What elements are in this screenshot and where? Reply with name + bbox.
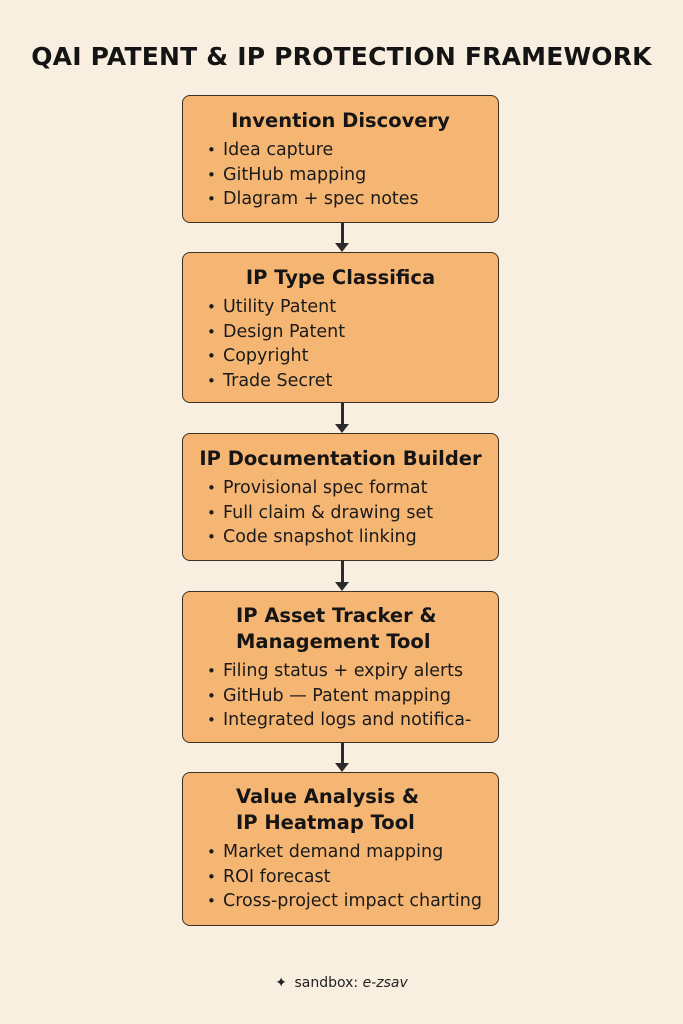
footer-tag: e-zsav (362, 975, 408, 991)
list-item: Trade Secret (207, 369, 498, 394)
step-items: Filing status + expiry alerts GitHub — P… (183, 659, 498, 733)
list-item: Idea capture (207, 138, 498, 163)
step-box-value-analysis: Value Analysis & IP Heatmap Tool Market … (182, 772, 499, 926)
list-item: ROI forecast (207, 865, 498, 890)
step-box-ip-documentation-builder: IP Documentation Builder Provisional spe… (182, 433, 499, 561)
list-item: Cross-project impact charting (207, 889, 498, 914)
list-item: Design Patent (207, 320, 498, 345)
footer-credit: ✦ sandbox: e-zsav (0, 975, 683, 991)
list-item: Dlagram + spec notes (207, 187, 498, 212)
diagram-title: QAI PATENT & IP PROTECTION FRAMEWORK (31, 42, 652, 71)
flow-arrow (335, 403, 349, 433)
list-item: Code snapshot linking (207, 525, 498, 550)
step-title: Invention Discovery (231, 109, 450, 132)
sparkle-icon: ✦ (275, 975, 287, 991)
list-item: Full claim & drawing set (207, 501, 498, 526)
list-item: Provisional spec format (207, 476, 498, 501)
step-items: Market demand mapping ROI forecast Cross… (183, 840, 498, 914)
step-title: IP Documentation Builder (199, 447, 482, 470)
step-items: Provisional spec format Full claim & dra… (183, 476, 498, 550)
flow-arrow (335, 561, 349, 591)
step-items: Utility Patent Design Patent Copyright T… (183, 295, 498, 393)
flow-arrow (335, 223, 349, 252)
flow-arrow (335, 743, 349, 772)
step-title-line: Value Analysis & (236, 785, 419, 808)
step-box-invention-discovery: Invention Discovery Idea capture GitHub … (182, 95, 499, 223)
footer-label: sandbox: (294, 975, 359, 991)
list-item: GitHub mapping (207, 163, 498, 188)
step-title: IP Type Classifica (245, 266, 436, 289)
list-item: Market demand mapping (207, 840, 498, 865)
step-title: IP Asset Tracker & Management Tool (183, 592, 498, 655)
step-title-line: IP Heatmap Tool (236, 811, 415, 834)
list-item: Utility Patent (207, 295, 498, 320)
list-item: Integrated logs and notifica- (207, 708, 498, 733)
step-box-ip-asset-tracker: IP Asset Tracker & Management Tool Filin… (182, 591, 499, 743)
step-box-ip-type-classification: IP Type Classifica Utility Patent Design… (182, 252, 499, 403)
list-item: Filing status + expiry alerts (207, 659, 498, 684)
list-item: GitHub — Patent mapping (207, 684, 498, 709)
list-item: Copyright (207, 344, 498, 369)
step-items: Idea capture GitHub mapping Dlagram + sp… (183, 138, 498, 212)
step-title: Value Analysis & IP Heatmap Tool (183, 773, 498, 836)
step-title-line: Management Tool (236, 630, 431, 653)
step-title-line: IP Asset Tracker & (236, 604, 437, 627)
